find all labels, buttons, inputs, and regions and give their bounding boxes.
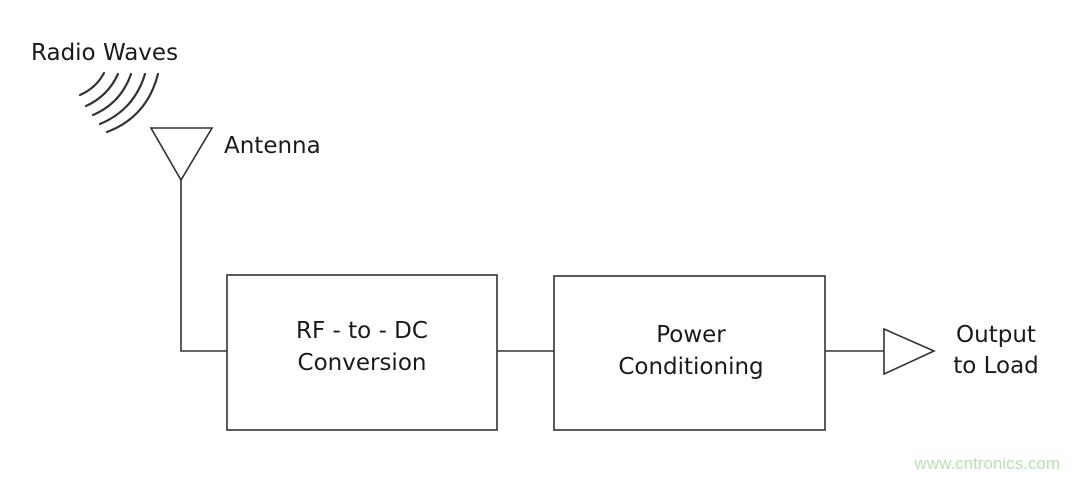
output-arrow-icon: [883, 327, 936, 376]
antenna-icon: [149, 127, 214, 182]
radio-wave-arc-2: [84, 72, 120, 108]
radio-wave-arc-1: [78, 71, 106, 97]
power-conditioning-block: [553, 275, 826, 431]
radio-waves-icon: [78, 71, 160, 134]
rf-to-dc-label-line2: Conversion: [298, 350, 427, 376]
radio-wave-arc-4: [98, 72, 147, 126]
radio-wave-arc-5: [105, 72, 160, 134]
output-label-line2: to Load: [953, 353, 1039, 379]
antenna-label: Antenna: [224, 133, 321, 159]
conditioning-label-line2: Conditioning: [618, 354, 763, 380]
power-label-line1: Power: [656, 322, 726, 348]
output-label-line1: Output: [956, 322, 1036, 348]
rf-to-dc-conversion-block: [226, 274, 498, 431]
antenna-connector-wire: [180, 180, 227, 352]
watermark-text: www.cntronics.com: [914, 454, 1060, 473]
rf-to-dc-label-line1: RF - to - DC: [296, 318, 428, 344]
radio-wave-arc-3: [91, 72, 133, 117]
radio-waves-label: Radio Waves: [31, 40, 178, 66]
